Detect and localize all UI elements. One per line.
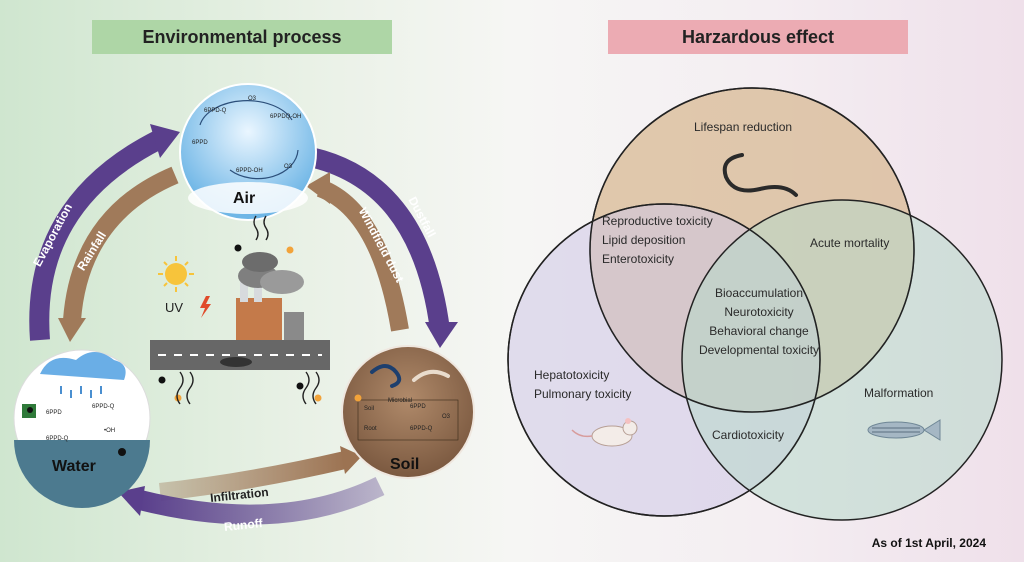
venn-circle-fish [681,199,1003,521]
mouse-icon [571,418,638,447]
cardiotoxicity-label: Cardiotoxicity [712,428,785,442]
air-chem-label: 6PPD [192,140,208,146]
soil-chem-label: O3 [442,414,451,420]
reproductive-toxicity-label: Reproductive toxicity [602,214,713,228]
road [150,340,330,370]
water-label: Water [52,458,96,475]
air-chem-label: 6PPD-OH [236,168,263,174]
windfield-dust-arrow [306,172,409,332]
air-chem-label: O3 [284,164,293,170]
factory [236,252,304,340]
water-chem-label: 6PPD [46,410,62,416]
date-note: As of 1st April, 2024 [871,536,986,550]
lightning-icon [200,296,211,318]
air-chem-label: 6PPD-Q [204,108,227,114]
evaporation-arrow [29,124,180,341]
hazardous-effect-title: Harzardous effect [608,20,908,54]
air-chem-label: O3 [248,96,257,102]
particle-dots [27,244,362,413]
rainfall-arrow [58,166,179,342]
soil-label: Soil [390,456,420,473]
soil-chem-label: 6PPD-Q [410,426,433,432]
malformation-label: Malformation [864,386,934,400]
enterotoxicity-label: Enterotoxicity [602,252,675,266]
worm-icon [722,153,798,197]
bioaccumulation-label: Bioaccumulation [714,286,804,300]
soil-chem-label: Root [364,426,377,432]
soil-node [341,345,475,479]
behavioral-change-label: Behavioral change [709,324,809,338]
dustfall-arrow [298,145,458,348]
air-node [179,83,317,221]
sun-icon [158,256,194,292]
developmental-toxicity-label: Developmental toxicity [698,343,820,357]
soil-chem-label: Microbial [388,398,413,404]
infiltration-arrow [159,446,362,501]
water-chem-label: 6PPD-Q [92,404,115,410]
hepatotoxicity-label: Hepatotoxicity [534,368,610,382]
uv-label: UV [165,300,184,315]
soil-chem-label: 6PPD [410,404,426,410]
water-chem-label: 6PPD-Q [46,436,69,442]
mouse-only-labels: Hepatotoxicity Pulmonary toxicity [534,366,631,404]
neurotoxicity-label: Neurotoxicity [724,305,794,319]
center-overlap-labels: Bioaccumulation Neurotoxicity Behavioral… [680,284,838,360]
environmental-process-title: Environmental process [92,20,392,54]
lipid-deposition-label: Lipid deposition [602,233,686,247]
lifespan-reduction-label: Lifespan reduction [694,120,793,134]
fish-icon [867,419,941,441]
air-label: Air [233,190,256,207]
water-node [13,349,151,508]
pulmonary-toxicity-label: Pulmonary toxicity [534,387,632,401]
overlap-worm-mouse-labels: Reproductive toxicity Lipid deposition E… [602,212,713,269]
acute-mortality-label: Acute mortality [810,236,890,250]
emission-wisps [176,215,320,405]
air-chem-label: 6PPDQ-OH [270,114,302,120]
soil-chem-label: Soil [364,406,375,412]
water-chem-label: •OH [104,428,116,434]
runoff-arrow [118,477,385,525]
venn-diagram [507,87,1003,521]
